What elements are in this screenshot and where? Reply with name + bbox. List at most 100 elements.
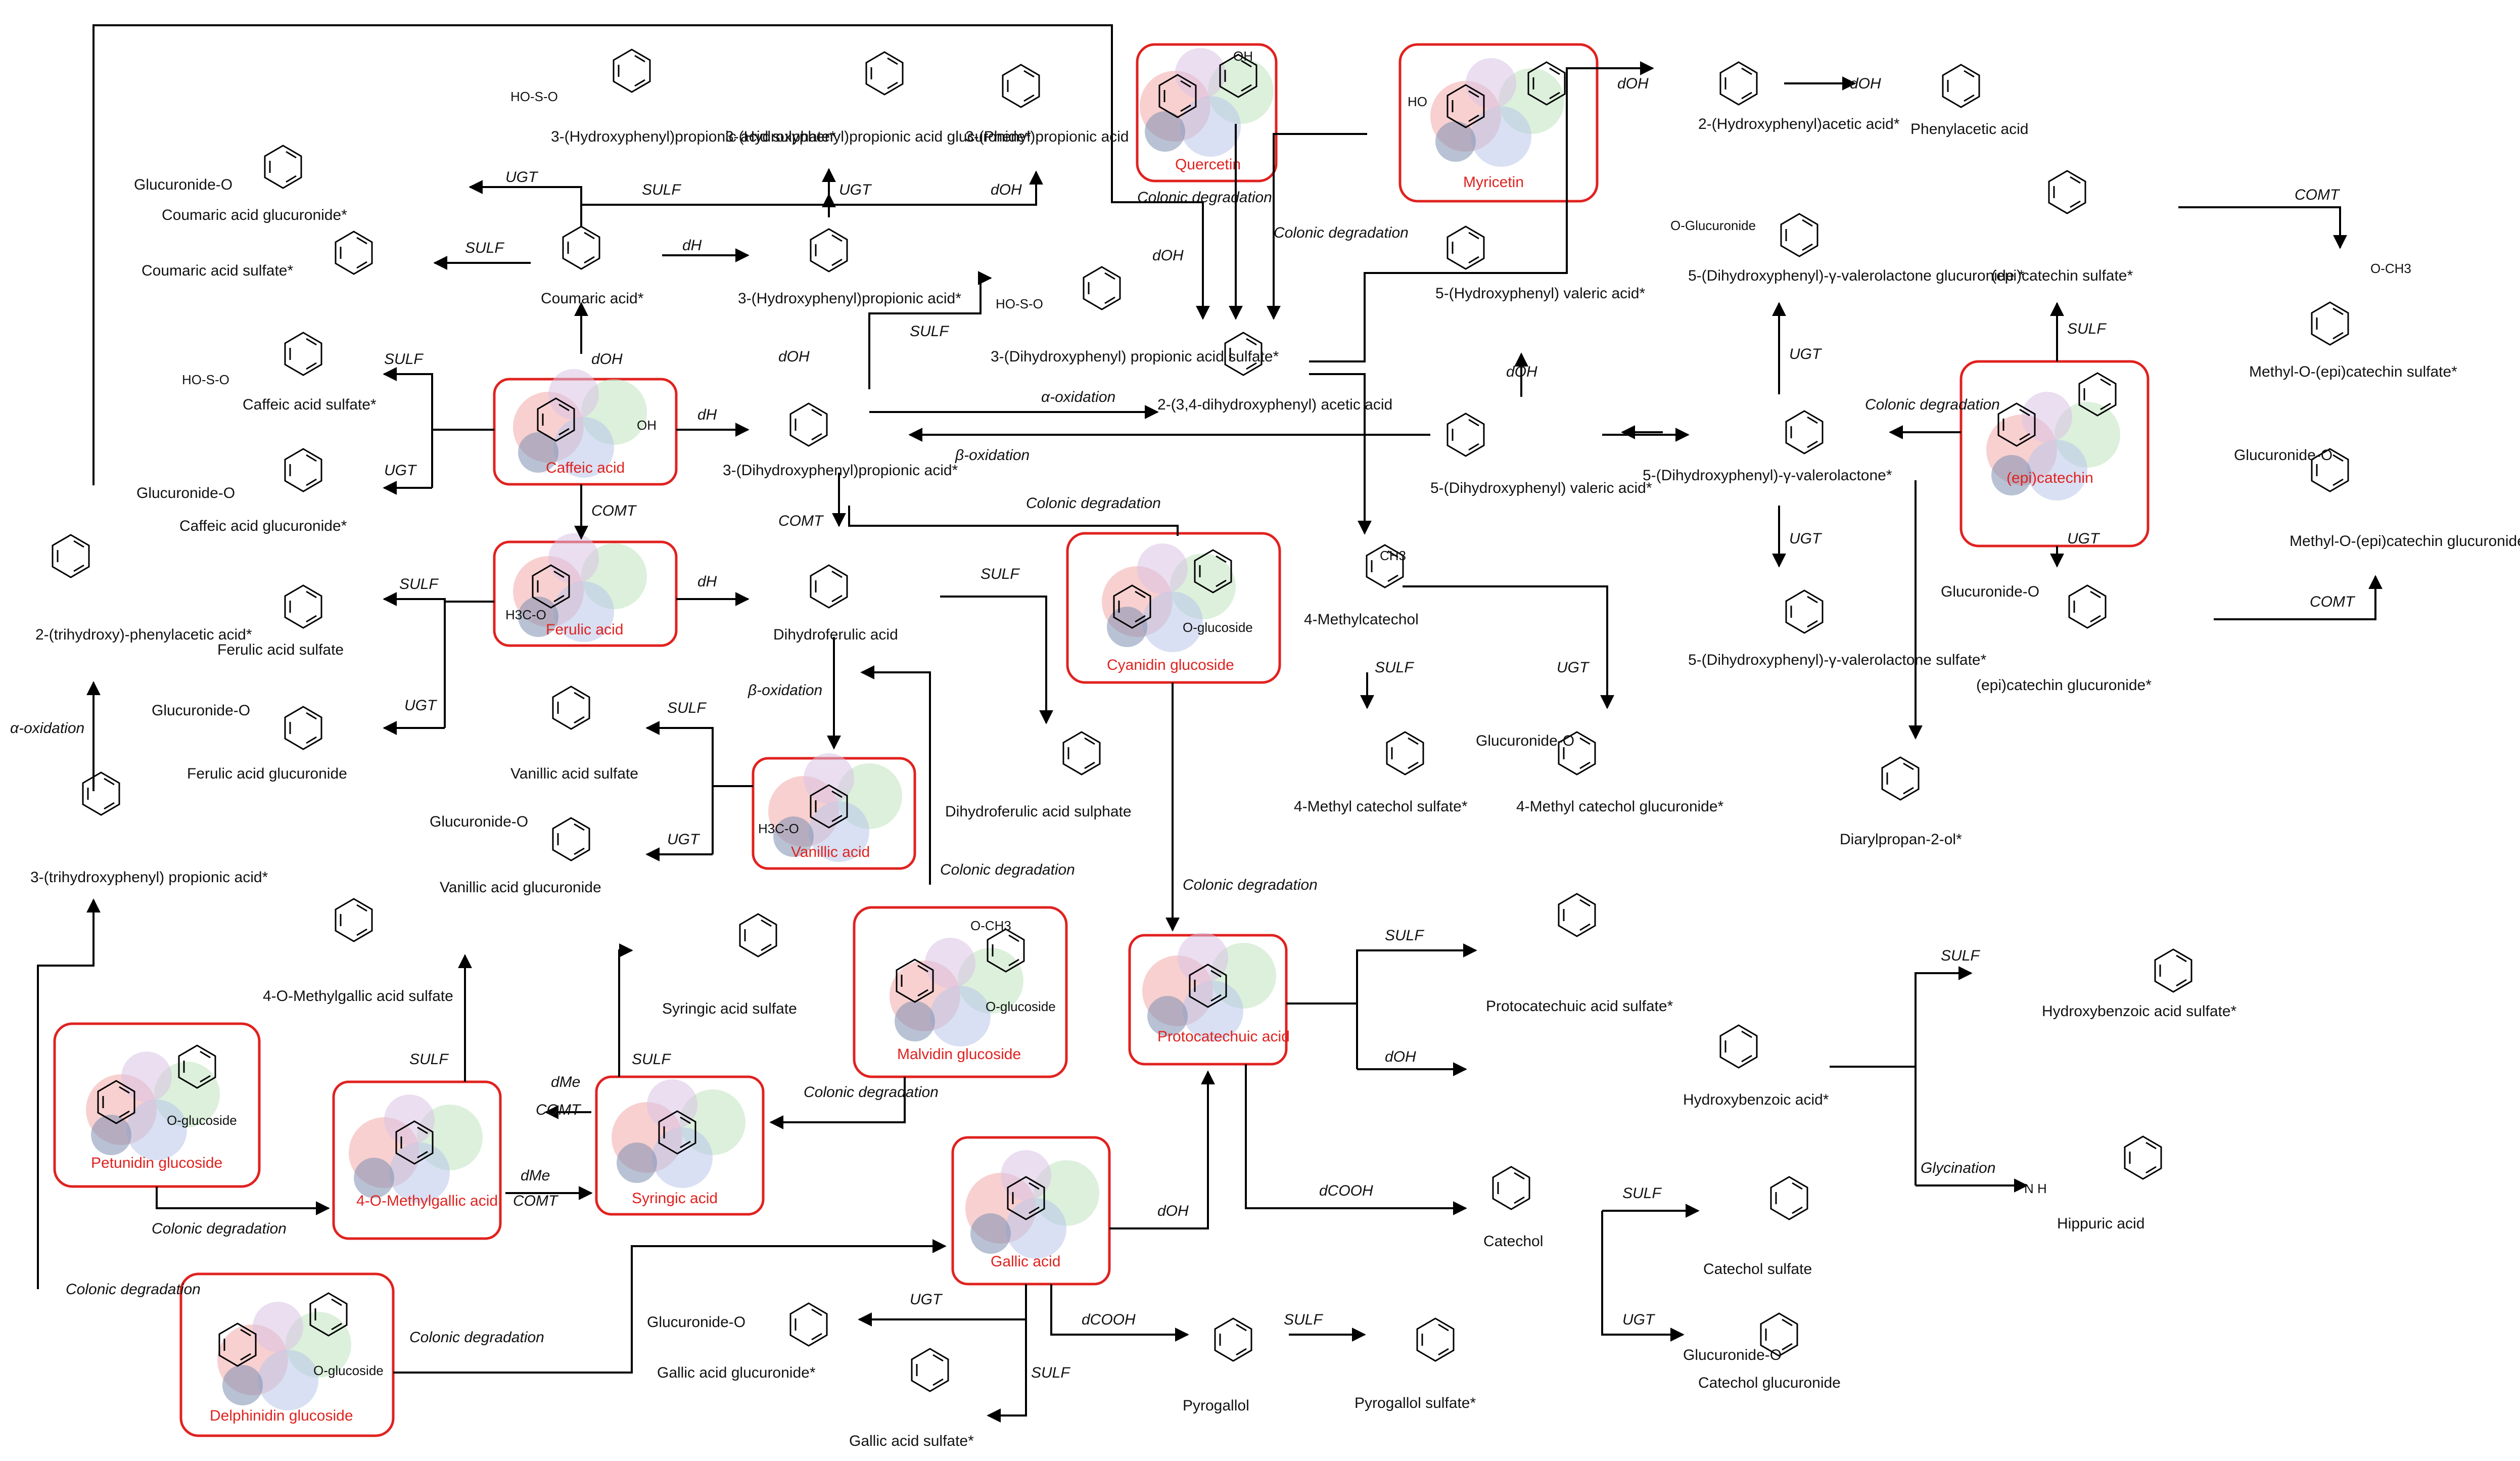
svg-text:SULF: SULF: [1941, 947, 1980, 964]
svg-text:UGT: UGT: [505, 169, 539, 186]
svg-text:dH: dH: [697, 406, 717, 423]
svg-text:Methyl-O-(epi)catechin sulfate: Methyl-O-(epi)catechin sulfate*: [2249, 363, 2457, 380]
box-malvidin-glucoside: O-CH3 O-glucoside Malvidin glucoside: [853, 906, 1068, 1078]
svg-text:2-(trihydroxy)-phenylacetic ac: 2-(trihydroxy)-phenylacetic acid*: [35, 626, 252, 643]
box-caffeic-acid: OH Caffeic acid: [493, 369, 678, 486]
svg-text:Ferulic acid sulfate: Ferulic acid sulfate: [217, 642, 344, 658]
box-label-ferulic: Ferulic acid: [546, 621, 623, 638]
svg-text:SULF: SULF: [642, 181, 681, 198]
svg-text:Glucuronide-O: Glucuronide-O: [134, 176, 232, 193]
svg-text:Syringic acid sulfate: Syringic acid sulfate: [662, 1000, 797, 1017]
svg-text:SULF: SULF: [1622, 1185, 1662, 1202]
svg-text:dOH: dOH: [1850, 75, 1881, 92]
svg-text:UGT: UGT: [404, 697, 438, 714]
svg-text:Glucuronide-O: Glucuronide-O: [152, 702, 250, 719]
svg-text:HO: HO: [1408, 94, 1427, 109]
svg-text:O-glucoside: O-glucoside: [986, 999, 1056, 1014]
svg-text:H3C-O: H3C-O: [758, 821, 799, 836]
svg-text:COMT: COMT: [778, 513, 824, 529]
svg-text:Glucuronide-O: Glucuronide-O: [136, 485, 235, 501]
svg-text:Colonic degradation: Colonic degradation: [1865, 396, 2000, 413]
svg-text:4-O-Methylgallic acid sulfate: 4-O-Methylgallic acid sulfate: [263, 988, 453, 1005]
connectors: [37, 24, 2383, 1423]
svg-text:O-glucoside: O-glucoside: [313, 1363, 384, 1378]
svg-text:3-(Hydroxyphenyl)propionic aci: 3-(Hydroxyphenyl)propionic acid*: [738, 290, 961, 307]
box-label-gallic: Gallic acid: [991, 1253, 1060, 1270]
svg-text:dOH: dOH: [591, 351, 623, 368]
box-protocatechuic-acid: Protocatechuic acid: [1128, 933, 1290, 1066]
svg-text:COMT: COMT: [591, 503, 637, 519]
svg-text:dOH: dOH: [778, 348, 810, 365]
svg-text:3-(Dihydroxyphenyl) propionic: 3-(Dihydroxyphenyl) propionic acid sulfa…: [991, 348, 1279, 365]
svg-text:Hippuric acid: Hippuric acid: [2057, 1215, 2144, 1232]
svg-text:Colonic degradation: Colonic degradation: [409, 1329, 544, 1346]
svg-text:(epi)catechin sulfate*: (epi)catechin sulfate*: [1991, 267, 2133, 284]
svg-text:Methyl-O-(epi)catechin glucuro: Methyl-O-(epi)catechin glucuronide*: [2290, 533, 2520, 550]
svg-text:Coumaric acid*: Coumaric acid*: [541, 290, 644, 307]
svg-text:Glucuronide-O: Glucuronide-O: [1476, 733, 1574, 749]
svg-text:CH3: CH3: [1380, 548, 1406, 563]
svg-text:Colonic degradation: Colonic degradation: [940, 861, 1075, 878]
svg-text:O-Glucuronide: O-Glucuronide: [1670, 218, 1756, 233]
svg-text:UGT: UGT: [839, 181, 872, 198]
svg-text:3-(Hydroxyphenyl)propionic aci: 3-(Hydroxyphenyl)propionic acid sulphate…: [551, 128, 836, 145]
svg-text:dOH: dOH: [1157, 1203, 1189, 1219]
svg-text:COMT: COMT: [2295, 187, 2341, 203]
svg-text:4-Methyl catechol glucuronide*: 4-Methyl catechol glucuronide*: [1516, 798, 1724, 815]
svg-text:UGT: UGT: [667, 831, 701, 848]
box-label-myricetin: Myricetin: [1463, 174, 1524, 191]
svg-text:Colonic degradation: Colonic degradation: [804, 1084, 939, 1101]
svg-text:UGT: UGT: [2067, 530, 2101, 547]
box-delphinidin-glucoside: O-glucoside Delphinidin glucoside: [179, 1272, 395, 1437]
svg-text:Caffeic acid sulfate*: Caffeic acid sulfate*: [243, 396, 377, 413]
box-myricetin: HO Myricetin: [1398, 43, 1599, 203]
svg-text:Protocatechuic acid sulfate*: Protocatechuic acid sulfate*: [1486, 998, 1673, 1015]
svg-text:3-(Hydroxyphenyl)propionic aci: 3-(Hydroxyphenyl)propionic acid glucuron…: [725, 128, 1032, 145]
svg-text:Coumaric acid sulfate*: Coumaric acid sulfate*: [142, 262, 293, 279]
svg-text:COMT: COMT: [536, 1102, 582, 1118]
svg-text:Caffeic acid glucuronide*: Caffeic acid glucuronide*: [179, 518, 347, 534]
compound-labels: 3-(Hydroxyphenyl)propionic acid sulphate…: [30, 89, 2520, 1449]
svg-text:5-(Dihydroxyphenyl) valeric ac: 5-(Dihydroxyphenyl) valeric acid*: [1430, 480, 1652, 496]
svg-text:O-CH3: O-CH3: [2370, 261, 2411, 276]
box-4-o-methylgallic-acid: 4-O-Methylgallic acid: [332, 1080, 502, 1240]
box-petunidin-glucoside: O-glucoside Petunidin glucoside: [53, 1022, 261, 1188]
svg-text:Glucuronide-O: Glucuronide-O: [430, 813, 528, 830]
svg-text:5-(Dihydroxyphenyl)-γ-valerola: 5-(Dihydroxyphenyl)-γ-valerolactone*: [1643, 467, 1892, 484]
svg-text:Vanillic acid glucuronide: Vanillic acid glucuronide: [440, 879, 601, 896]
svg-text:3-(trihydroxyphenyl) propionic: 3-(trihydroxyphenyl) propionic acid*: [30, 869, 268, 886]
svg-text:dCOOH: dCOOH: [1082, 1311, 1136, 1328]
svg-text:OH: OH: [637, 418, 657, 433]
svg-text:β-oxidation: β-oxidation: [748, 682, 822, 699]
svg-text:dOH: dOH: [1506, 363, 1537, 380]
box-cyanidin-glucoside: O-glucoside Cyanidin glucoside: [1066, 532, 1281, 684]
svg-text:Colonic degradation: Colonic degradation: [1137, 189, 1272, 206]
svg-text:SULF: SULF: [632, 1051, 671, 1068]
svg-text:Pyrogallol sulfate*: Pyrogallol sulfate*: [1355, 1395, 1476, 1411]
svg-text:HO-S-O: HO-S-O: [996, 296, 1043, 311]
box-syringic-acid: Syringic acid: [595, 1075, 765, 1216]
box-label-methylgallic: 4-O-Methylgallic acid: [356, 1193, 498, 1209]
svg-text:Colonic degradation: Colonic degradation: [66, 1281, 201, 1298]
svg-text:UGT: UGT: [1789, 530, 1823, 547]
svg-text:UGT: UGT: [910, 1291, 943, 1308]
svg-text:Colonic degradation: Colonic degradation: [1183, 877, 1318, 893]
box-label-vanillic: Vanillic acid: [791, 844, 870, 860]
svg-text:UGT: UGT: [384, 462, 417, 479]
svg-text:dH: dH: [697, 573, 717, 590]
svg-text:dCOOH: dCOOH: [1319, 1182, 1373, 1199]
svg-text:N H: N H: [2024, 1181, 2047, 1196]
svg-text:dH: dH: [682, 237, 702, 254]
box-epicatechin: (epi)catechin: [1959, 360, 2150, 547]
svg-text:O-CH3: O-CH3: [970, 918, 1011, 933]
svg-text:dMe: dMe: [551, 1074, 580, 1090]
box-label-syringic: Syringic acid: [632, 1190, 718, 1207]
svg-text:Hydroxybenzoic acid sulfate*: Hydroxybenzoic acid sulfate*: [2042, 1003, 2237, 1020]
svg-text:3-(Dihydroxyphenyl)propionic a: 3-(Dihydroxyphenyl)propionic acid*: [723, 462, 958, 479]
svg-text:Glucuronide-O: Glucuronide-O: [1683, 1347, 1782, 1363]
svg-text:Glucuronide-O: Glucuronide-O: [2234, 447, 2332, 464]
svg-text:5-(Hydroxyphenyl) valeric acid: 5-(Hydroxyphenyl) valeric acid*: [1435, 285, 1645, 302]
svg-text:dOH: dOH: [1617, 75, 1649, 92]
svg-text:Glucuronide-O: Glucuronide-O: [1941, 583, 2039, 600]
box-label-protocatechuic: Protocatechuic acid: [1157, 1028, 1290, 1045]
